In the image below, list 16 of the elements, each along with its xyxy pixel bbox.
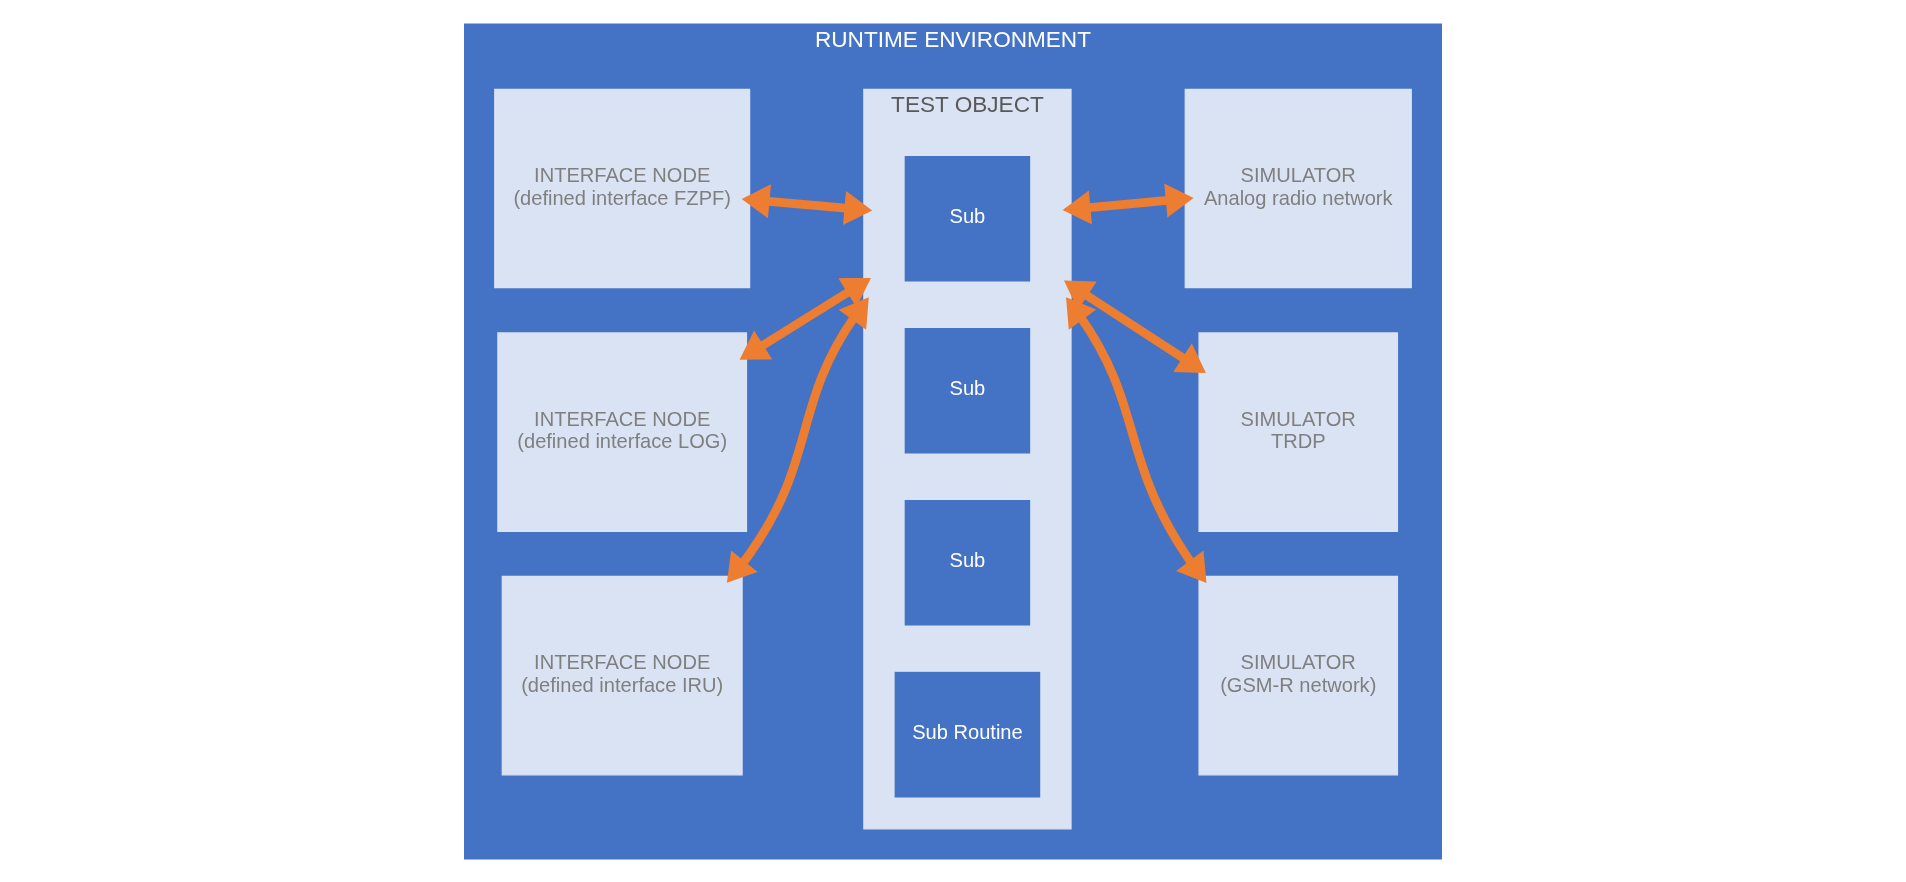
arrow xyxy=(741,183,873,225)
arrow xyxy=(726,296,869,583)
arrow xyxy=(1062,183,1194,224)
node-box: INTERFACE NODE (defined interface FZPF) xyxy=(494,88,751,288)
node-box: SIMULATOR Analog radio network xyxy=(1184,88,1412,288)
arrow xyxy=(1063,280,1206,373)
node-box: Sub Routine xyxy=(893,670,1042,799)
node-box: INTERFACE NODE (defined interface LOG) xyxy=(497,331,748,532)
node-box: Sub xyxy=(903,154,1032,283)
node-box: SIMULATOR TRDP xyxy=(1198,331,1399,532)
arrow xyxy=(1066,296,1207,583)
node-box: Sub xyxy=(903,498,1032,627)
arrow xyxy=(739,277,871,360)
node-box: Sub xyxy=(903,326,1032,455)
node-box: INTERFACE NODE (defined interface IRU) xyxy=(501,575,743,775)
node-box: SIMULATOR (GSM-R network) xyxy=(1198,575,1399,775)
